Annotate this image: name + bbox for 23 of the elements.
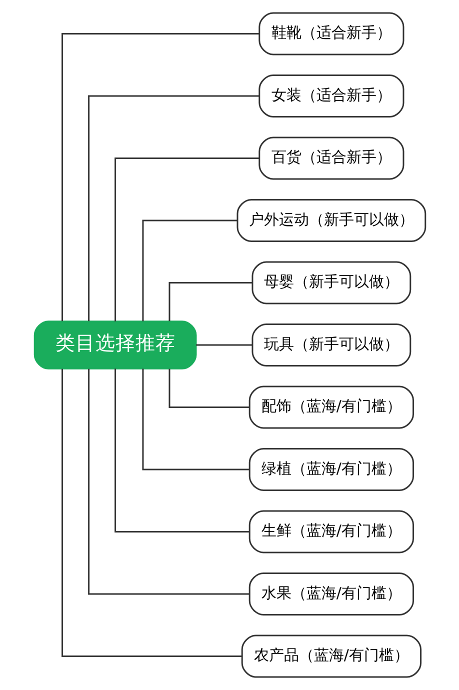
node-box: 绿植（蓝海/有门槛）	[248, 448, 414, 491]
connector	[142, 220, 237, 322]
connector	[114, 158, 259, 322]
connector	[114, 368, 249, 532]
node-box: 玩具（新手可以做）	[251, 324, 411, 366]
connector	[196, 344, 252, 346]
node-box: 配饰（蓝海/有门槛）	[248, 386, 414, 429]
connector	[168, 368, 250, 408]
node-box: 农产品（蓝海/有门槛）	[240, 634, 422, 678]
node-box: 百货（适合新手）	[258, 136, 404, 180]
connector	[142, 368, 249, 470]
node-box: 鞋靴（适合新手）	[258, 12, 404, 56]
node-box: 生鲜（蓝海/有门槛）	[248, 510, 414, 554]
connector	[88, 95, 259, 322]
node-box: 母婴（新手可以做）	[251, 261, 411, 304]
connector	[61, 33, 259, 322]
node-box: 类目选择推荐	[33, 320, 196, 370]
connector	[61, 368, 242, 657]
connector	[168, 282, 252, 322]
node-box: 户外运动（新手可以做）	[236, 199, 426, 242]
connector	[88, 368, 249, 595]
node-box: 水果（蓝海/有门槛）	[248, 572, 414, 616]
node-box: 女装（适合新手）	[258, 74, 404, 118]
